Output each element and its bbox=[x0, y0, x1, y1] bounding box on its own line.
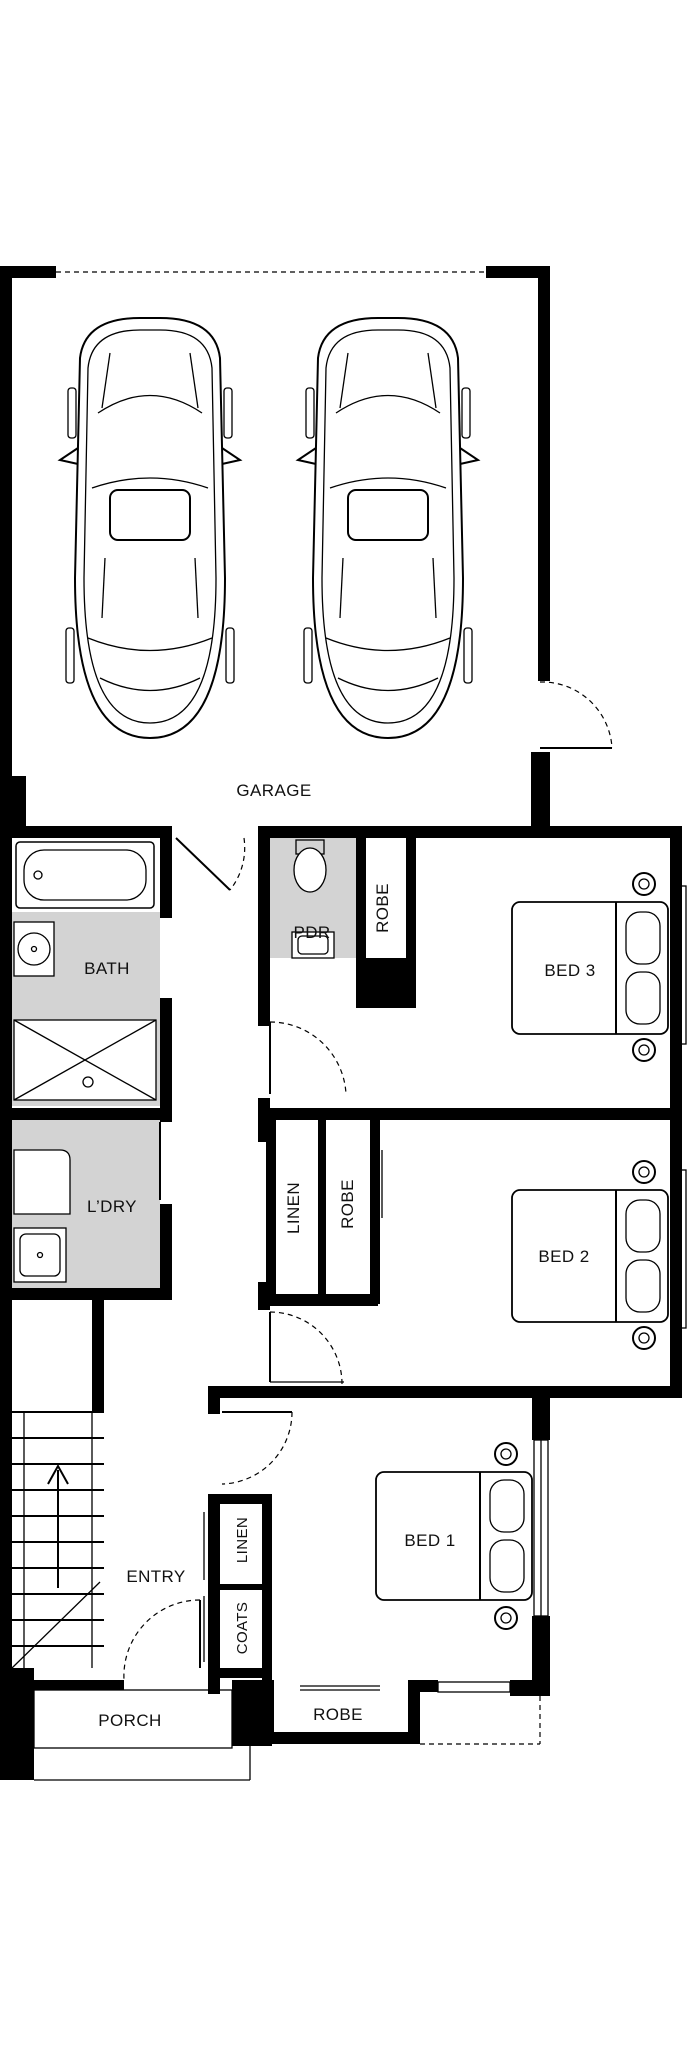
pdr-basin bbox=[291, 931, 335, 959]
windows bbox=[437, 885, 687, 1693]
room-labels: GARAGE BATH PDR ROBE BED 3 L’DRY LINEN R… bbox=[84, 781, 595, 1730]
label-pdr: PDR bbox=[293, 923, 330, 942]
label-linen-entry: LINEN bbox=[234, 1517, 251, 1563]
label-bed-2: BED 2 bbox=[538, 1247, 589, 1266]
bath-basin bbox=[13, 921, 55, 977]
doors bbox=[123, 681, 613, 1691]
toilet bbox=[293, 839, 327, 893]
label-bed-1: BED 1 bbox=[404, 1531, 455, 1550]
car-right bbox=[295, 317, 481, 740]
label-entry: ENTRY bbox=[126, 1567, 185, 1586]
label-garage: GARAGE bbox=[236, 781, 311, 800]
label-robe-bed-1: ROBE bbox=[313, 1705, 363, 1724]
label-bed-3: BED 3 bbox=[544, 961, 595, 980]
car-left bbox=[57, 317, 243, 740]
bathtub bbox=[15, 841, 155, 909]
label-linen-mid: LINEN bbox=[284, 1182, 303, 1234]
label-laundry: L’DRY bbox=[87, 1197, 137, 1216]
label-coats: COATS bbox=[234, 1602, 251, 1655]
label-porch: PORCH bbox=[98, 1711, 161, 1730]
label-robe-mid: ROBE bbox=[338, 1179, 357, 1229]
label-robe-pdr: ROBE bbox=[373, 883, 392, 933]
walls bbox=[0, 266, 682, 1781]
bed-2 bbox=[511, 1160, 669, 1350]
staircase bbox=[11, 1411, 104, 1669]
laundry-appliances bbox=[13, 1149, 71, 1283]
bed-1 bbox=[375, 1442, 533, 1630]
bed-3 bbox=[511, 872, 669, 1062]
label-bath: BATH bbox=[84, 959, 130, 978]
shower bbox=[13, 1019, 157, 1101]
